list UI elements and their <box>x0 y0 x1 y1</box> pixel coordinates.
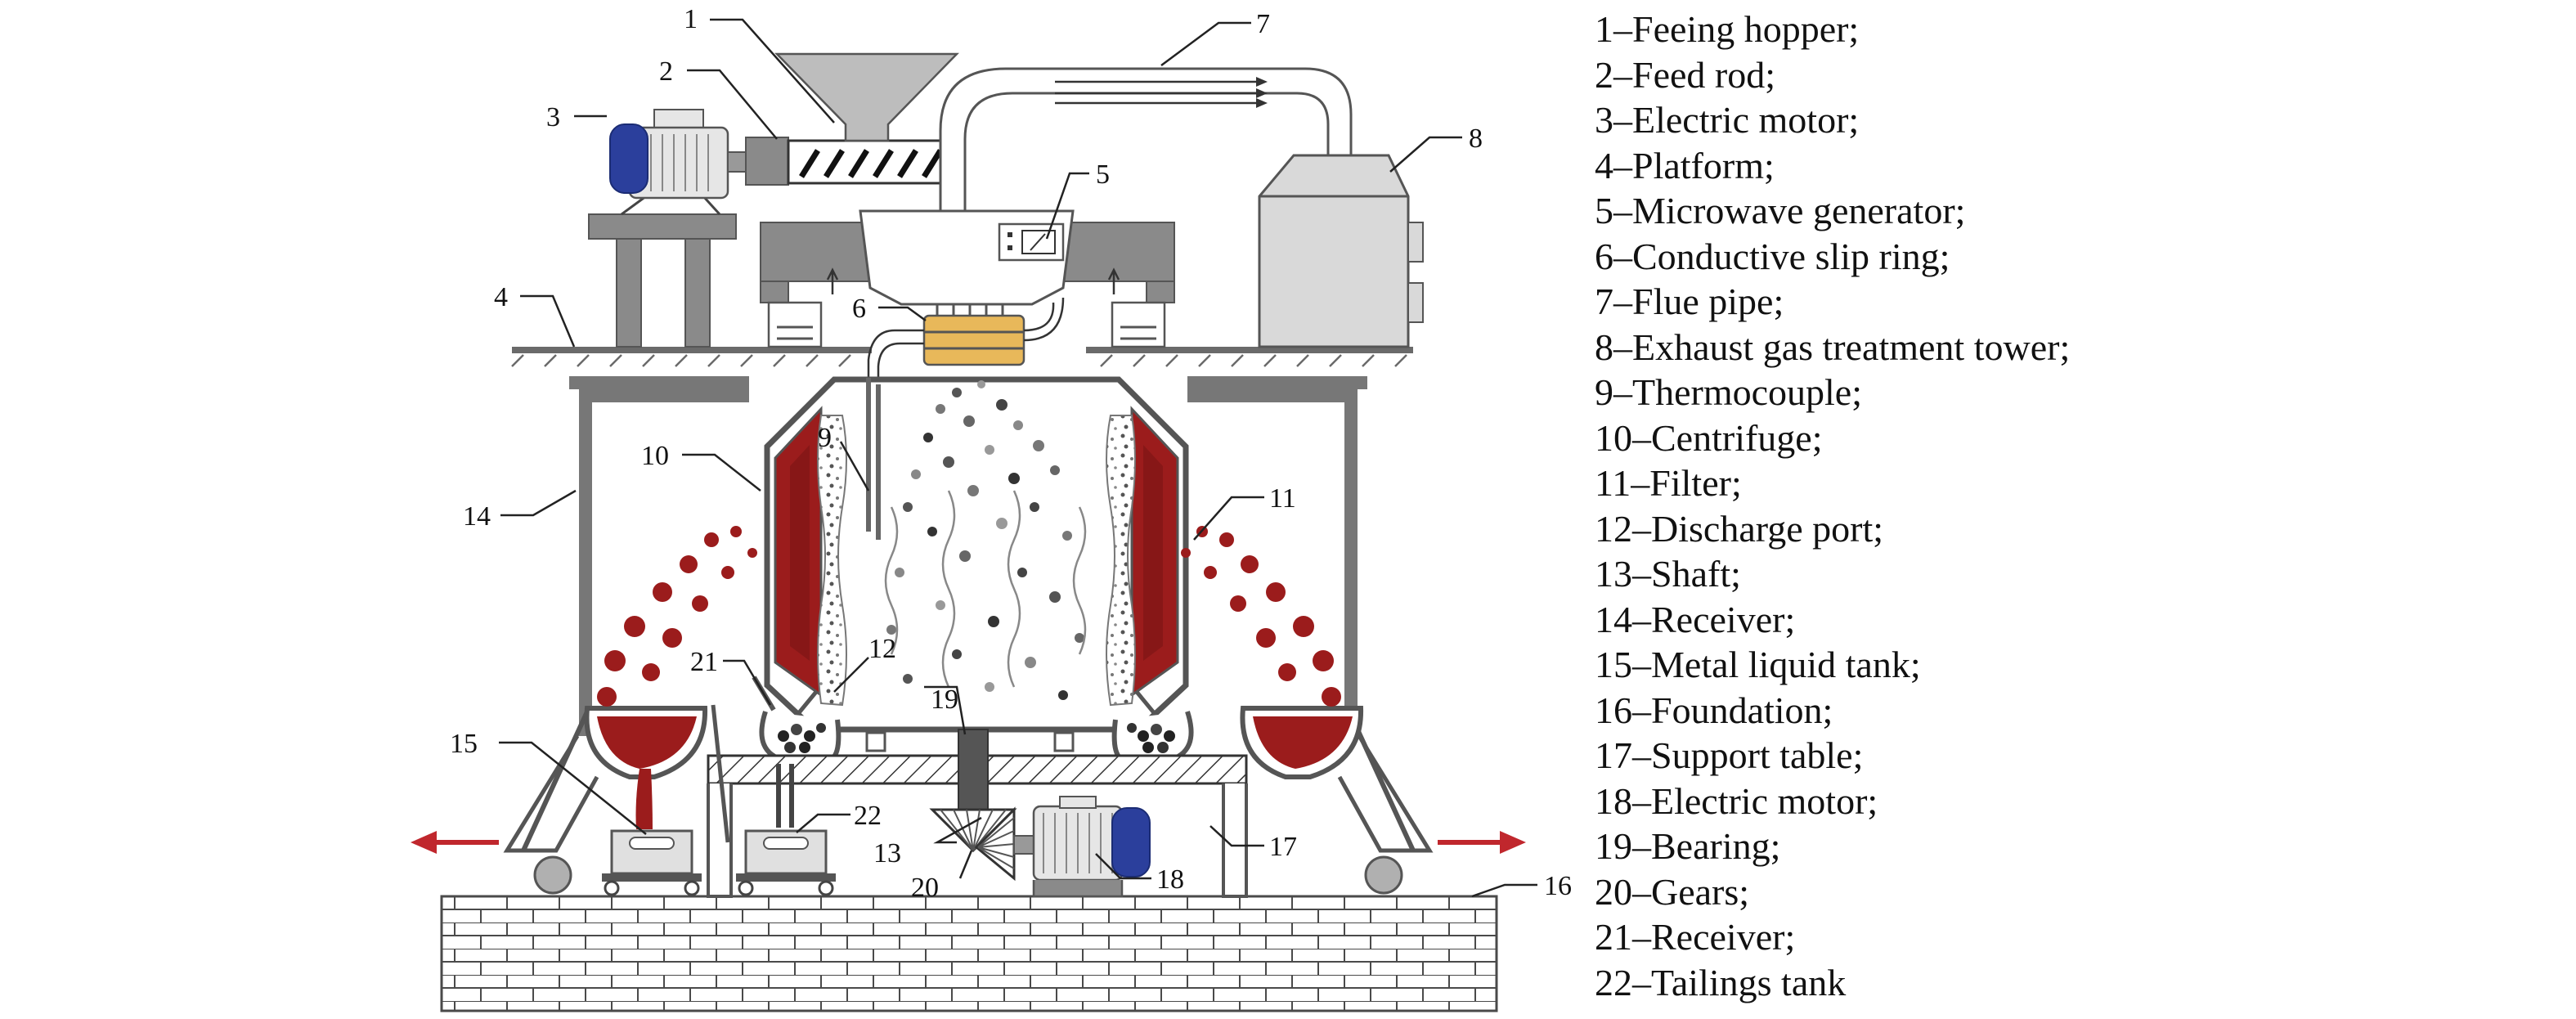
metal-liquid-trolley <box>602 829 702 896</box>
callout-11: 11 <box>1269 483 1296 514</box>
callout-3: 3 <box>546 102 560 132</box>
upper-platform <box>511 347 1413 367</box>
legend-item: 3–Electric motor; <box>1595 99 1860 141</box>
legend-item: 17–Support table; <box>1595 734 1864 776</box>
callout-9: 9 <box>818 423 832 453</box>
legend-item: 2–Feed rod; <box>1595 53 1776 96</box>
legend-item: 15–Metal liquid tank; <box>1595 644 1921 685</box>
callout-12: 12 <box>868 634 896 664</box>
legend-item: 1–Feeing hopper; <box>1595 8 1860 50</box>
tailings-tank <box>736 764 836 896</box>
callout-21: 21 <box>690 647 718 677</box>
callout-1: 1 <box>684 4 698 34</box>
legend-item: 6–Conductive slip ring; <box>1595 235 1950 277</box>
component-legend: 1–Feeing hopper; 2–Feed rod; 3–Electric … <box>1595 7 2560 1005</box>
callout-17: 17 <box>1269 832 1297 862</box>
legend-item: 7–Flue pipe; <box>1595 281 1784 322</box>
legend-item: 19–Bearing; <box>1595 825 1781 867</box>
callout-19: 19 <box>931 685 958 715</box>
legend-item: 14–Receiver; <box>1595 598 1796 640</box>
callout-15: 15 <box>450 729 478 759</box>
inner-receiver-right <box>1111 711 1194 763</box>
leader-lines <box>499 18 1537 898</box>
legend-item: 20–Gears; <box>1595 870 1750 913</box>
left-receiver <box>503 376 749 895</box>
legend-item: 5–Microwave generator; <box>1595 190 1966 231</box>
legend-item: 18–Electric motor; <box>1595 779 1878 822</box>
motor-stand <box>588 213 737 348</box>
callout-16: 16 <box>1544 871 1572 901</box>
callout-5: 5 <box>1096 159 1110 190</box>
feed-motor <box>609 109 747 216</box>
flue-pipe <box>939 67 1353 226</box>
callout-13: 13 <box>873 838 901 869</box>
callout-7: 7 <box>1256 9 1270 39</box>
callout-6: 6 <box>852 294 866 324</box>
metal-liquid-tank <box>584 706 708 829</box>
callout-8: 8 <box>1469 123 1483 154</box>
feed-rod <box>745 137 949 186</box>
legend-item: 22–Tailings tank <box>1595 961 1847 1003</box>
exhaust-tower <box>1258 154 1424 348</box>
filter-layer <box>817 415 1136 707</box>
callout-18: 18 <box>1156 864 1184 895</box>
bearings <box>865 731 1075 752</box>
legend-item: 4–Platform; <box>1595 144 1775 186</box>
equipment-diagram: 1 2 3 4 5 6 7 8 9 10 11 12 13 14 15 16 1… <box>411 4 1572 1012</box>
shaft <box>958 729 989 812</box>
legend-item: 10–Centrifuge; <box>1595 416 1823 459</box>
gears <box>929 806 1017 882</box>
callout-2: 2 <box>659 56 673 87</box>
right-arrow <box>1438 831 1526 854</box>
legend-item: 13–Shaft; <box>1595 553 1741 595</box>
right-receiver <box>1187 376 1434 895</box>
legend-item: 8–Exhaust gas treatment tower; <box>1595 325 2071 368</box>
particle-stream <box>884 380 1087 700</box>
callout-22: 22 <box>854 801 882 831</box>
legend-item: 11–Filter; <box>1595 462 1742 504</box>
legend-item: 9–Thermocouple; <box>1595 371 1863 413</box>
drive-motor <box>1013 796 1151 898</box>
legend-item: 16–Foundation; <box>1595 689 1833 731</box>
microwave-generator <box>760 209 1175 348</box>
legend-item: 21–Receiver; <box>1595 916 1796 958</box>
thermocouple <box>866 378 881 540</box>
callout-20: 20 <box>911 873 939 903</box>
left-arrow <box>411 831 499 854</box>
conductive-slip-ring <box>867 297 1065 384</box>
callout-10: 10 <box>641 441 669 471</box>
foundation <box>440 895 1498 1012</box>
callout-4: 4 <box>494 282 508 312</box>
feeding-hopper <box>774 52 959 142</box>
discharge-port <box>792 690 1161 721</box>
callout-labels: 1 2 3 4 5 6 7 8 9 10 11 12 13 14 15 16 1… <box>450 4 1572 903</box>
legend-item: 12–Discharge port; <box>1595 507 1884 550</box>
callout-14: 14 <box>463 501 491 532</box>
